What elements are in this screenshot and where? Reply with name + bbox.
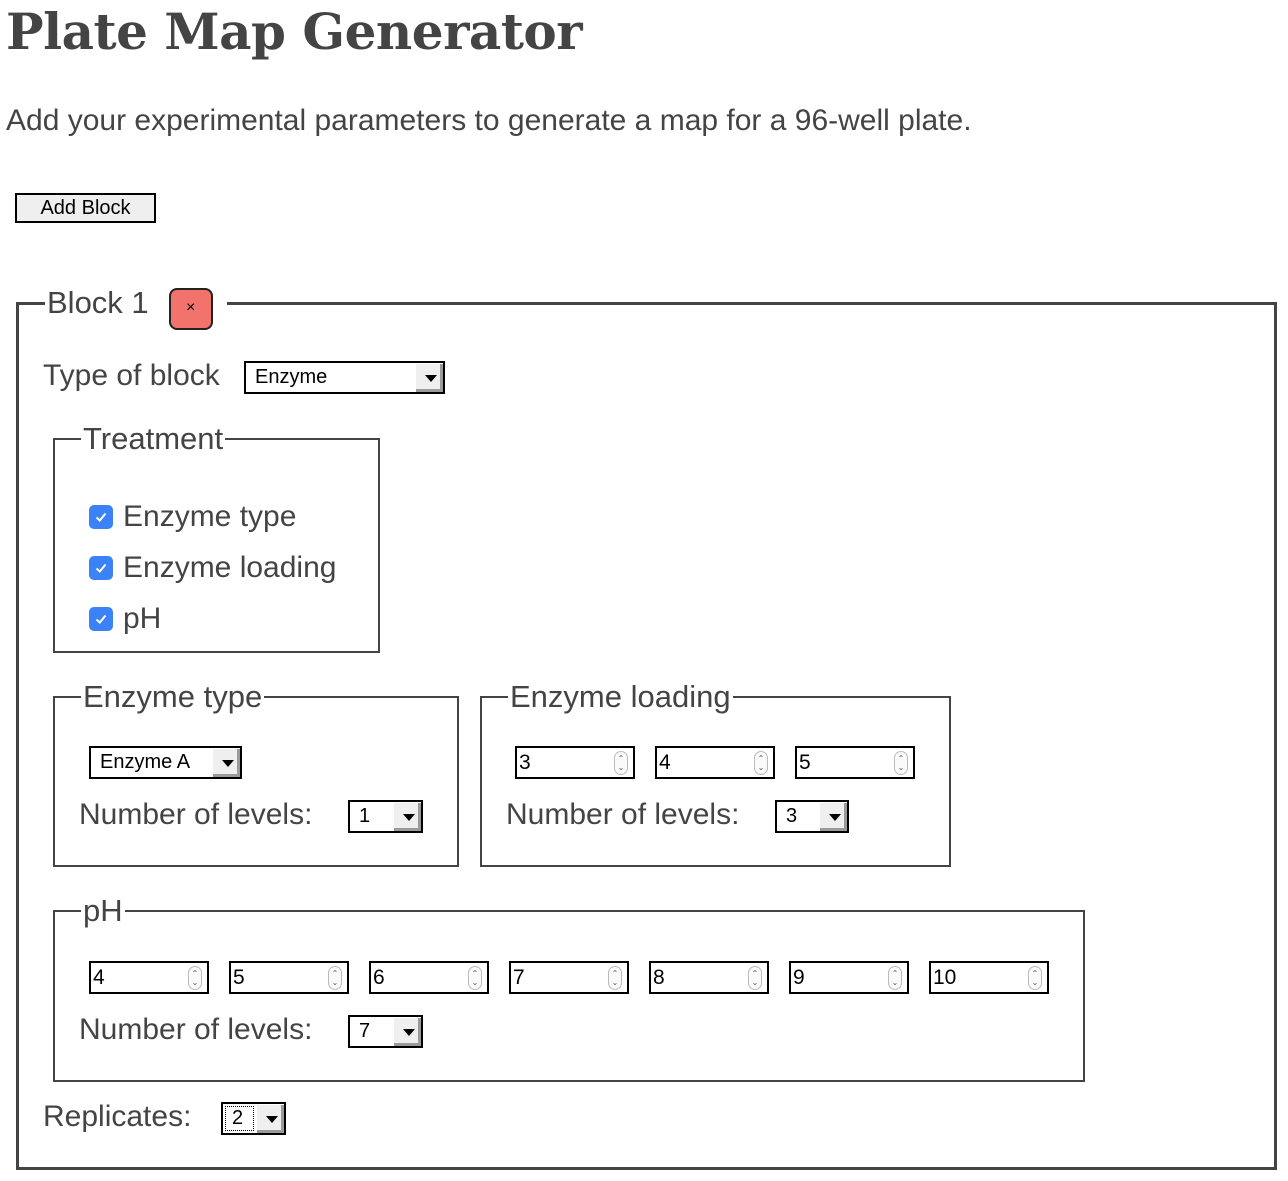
ph-input-4[interactable]: 7 ⌃⌄ [509,961,629,994]
remove-block-button[interactable]: × [168,288,213,330]
checkbox-label: Enzyme type [123,500,297,533]
ph-legend: pH [83,893,123,928]
block-legend: Block 1 × [45,282,227,330]
ph-input-2[interactable]: 5 ⌃⌄ [229,961,349,994]
checkbox-enzyme-loading[interactable] [89,556,113,580]
ph-input-3[interactable]: 6 ⌃⌄ [369,961,489,994]
check-icon [95,614,107,624]
spinner-arrows-icon[interactable]: ⌃⌄ [1028,965,1042,990]
add-block-button[interactable]: Add Block [15,193,156,223]
ph-input-6[interactable]: 9 ⌃⌄ [789,961,909,994]
enzyme-loading-fieldset: Enzyme loading [480,680,951,867]
input-value: 5 [799,750,811,774]
close-icon: × [186,299,196,316]
enzyme-loading-legend: Enzyme loading [510,679,731,714]
type-of-block-select[interactable]: Enzyme [244,361,445,394]
ph-input-1[interactable]: 4 ⌃⌄ [89,961,209,994]
spinner-arrows-icon[interactable]: ⌃⌄ [608,965,622,990]
enzyme-type-value: Enzyme A [100,751,191,773]
ph-input-5[interactable]: 8 ⌃⌄ [649,961,769,994]
input-value: 7 [513,965,525,989]
enzyme-loading-levels-value: 3 [786,805,798,827]
chevron-down-icon [393,802,421,831]
enzyme-type-select[interactable]: Enzyme A [89,746,242,779]
ph-levels-select[interactable]: 7 [348,1015,423,1048]
treatment-fieldset: Treatment Enzyme type Enzyme loading pH [53,422,380,653]
input-value: 4 [93,965,105,989]
enzyme-type-levels-label: Number of levels: [79,798,313,831]
treatment-option-enzyme-type[interactable]: Enzyme type [89,500,296,534]
input-value: 8 [653,965,665,989]
input-value: 9 [793,965,805,989]
enzyme-loading-levels-select[interactable]: 3 [775,800,849,833]
chevron-down-icon [415,363,443,392]
enzyme-loading-input-1[interactable]: 3 ⌃⌄ [515,746,635,779]
treatment-option-enzyme-loading[interactable]: Enzyme loading [89,551,336,585]
input-value: 6 [373,965,385,989]
page-subtitle: Add your experimental parameters to gene… [6,104,972,137]
ph-levels-label: Number of levels: [79,1013,313,1046]
spinner-arrows-icon[interactable]: ⌃⌄ [894,750,908,775]
input-value: 4 [659,750,671,774]
chevron-down-icon [393,1017,421,1046]
checkbox-enzyme-type[interactable] [89,505,113,529]
input-value: 10 [933,965,957,989]
spinner-arrows-icon[interactable]: ⌃⌄ [614,750,628,775]
block-title: Block 1 [47,285,149,320]
replicates-select[interactable]: 2 [221,1102,286,1135]
checkbox-label: pH [123,602,162,635]
chevron-down-icon [819,802,847,831]
treatment-legend: Treatment [83,421,224,456]
ph-levels-value: 7 [359,1020,371,1042]
enzyme-type-fieldset: Enzyme type [53,680,459,867]
enzyme-loading-input-2[interactable]: 4 ⌃⌄ [655,746,775,779]
type-of-block-label: Type of block [43,359,220,392]
input-value: 5 [233,965,245,989]
enzyme-loading-levels-label: Number of levels: [506,798,740,831]
treatment-option-ph[interactable]: pH [89,602,161,636]
replicates-value: 2 [223,1104,256,1133]
spinner-arrows-icon[interactable]: ⌃⌄ [468,965,482,990]
ph-fieldset: pH [53,894,1085,1082]
type-of-block-value: Enzyme [255,366,328,388]
chevron-down-icon [256,1104,284,1133]
spinner-arrows-icon[interactable]: ⌃⌄ [188,965,202,990]
replicates-label: Replicates: [43,1100,192,1133]
enzyme-type-legend: Enzyme type [83,679,263,714]
spinner-arrows-icon[interactable]: ⌃⌄ [888,965,902,990]
page-title: Plate Map Generator [6,2,583,61]
ph-input-7[interactable]: 10 ⌃⌄ [929,961,1049,994]
chevron-down-icon [212,748,240,777]
input-value: 3 [519,750,531,774]
enzyme-loading-input-3[interactable]: 5 ⌃⌄ [795,746,915,779]
checkbox-label: Enzyme loading [123,551,337,584]
check-icon [95,563,107,573]
spinner-arrows-icon[interactable]: ⌃⌄ [328,965,342,990]
check-icon [95,512,107,522]
spinner-arrows-icon[interactable]: ⌃⌄ [748,965,762,990]
block-fieldset: Block 1 × [16,282,1277,1170]
spinner-arrows-icon[interactable]: ⌃⌄ [754,750,768,775]
checkbox-ph[interactable] [89,607,113,631]
enzyme-type-levels-value: 1 [359,805,371,827]
enzyme-type-levels-select[interactable]: 1 [348,800,423,833]
